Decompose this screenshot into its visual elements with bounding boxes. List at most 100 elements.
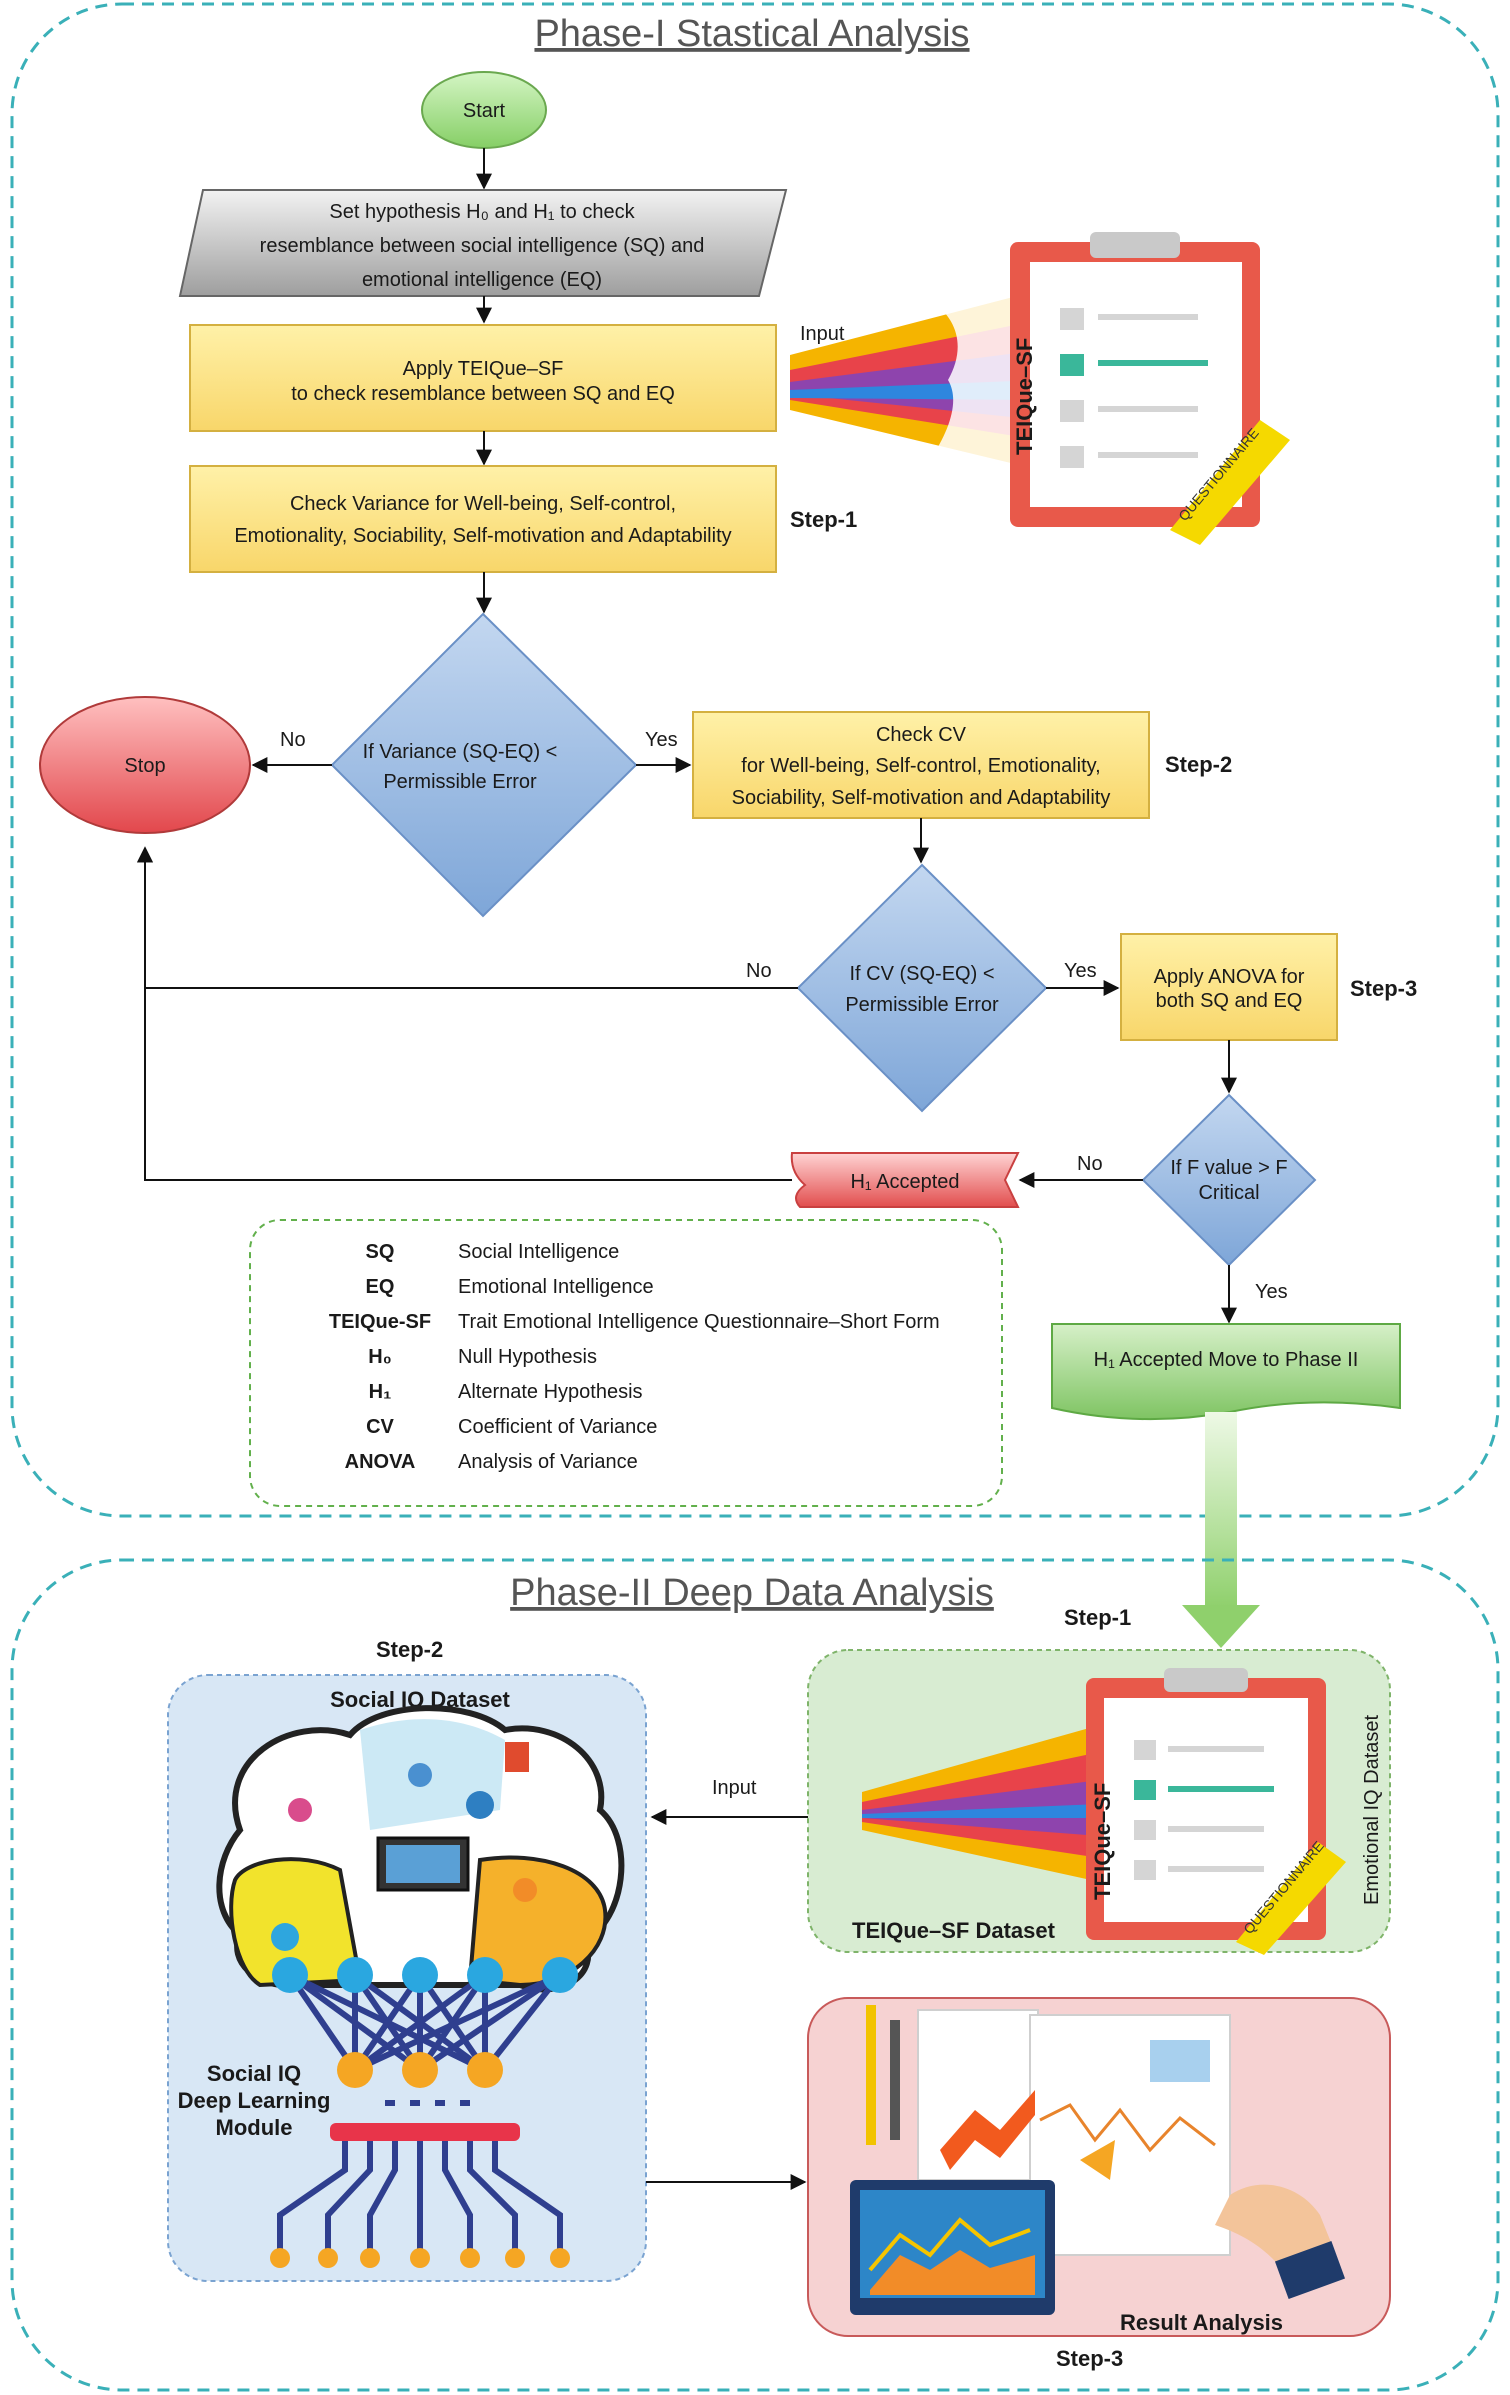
legend-description: Coefficient of Variance	[458, 1416, 657, 1438]
network-edge	[418, 1972, 562, 2073]
hypothesis-box: Set hypothesis H₀ and H₁ to check resemb…	[178, 189, 788, 297]
output-trace	[442, 2141, 473, 2250]
legend-abbr: SQ	[366, 1241, 395, 1263]
decision3-line-2: Critical	[1198, 1182, 1259, 1204]
decision1-no-label: No	[280, 729, 306, 751]
phase1-title: Phase-I Stastical Analysis	[534, 13, 969, 55]
input-label-phase2: Input	[712, 1777, 757, 1799]
h1-move-label: H₁ Accepted Move to Phase II	[1094, 1349, 1359, 1371]
ellipsis-dot	[385, 2100, 395, 2106]
decision3-line-1: If F value > F	[1170, 1157, 1287, 1179]
step1-label-phase2: Step-1	[1064, 1605, 1131, 1630]
decision3-no-label: No	[1077, 1153, 1103, 1175]
step2-label-phase2: Step-2	[376, 1637, 443, 1662]
decision-variance: If Variance (SQ-EQ) < Permissible Error	[330, 612, 638, 918]
teique-dataset-panel	[807, 1649, 1391, 1955]
output-node	[550, 2248, 570, 2268]
decision2-line-2: Permissible Error	[845, 994, 999, 1016]
network-edge	[353, 1972, 487, 2073]
output-trace	[277, 2141, 348, 2250]
result-analysis-panel	[807, 1997, 1391, 2337]
output-trace	[325, 2141, 373, 2250]
decision2-line-1: If CV (SQ-EQ) <	[849, 963, 994, 985]
output-node	[460, 2248, 480, 2268]
output-node	[318, 2248, 338, 2268]
decision3-yes-label: Yes	[1255, 1281, 1288, 1303]
apply-line-2: to check resemblance between SQ and EQ	[291, 383, 675, 405]
cv-line-1: Check CV	[876, 724, 967, 746]
phase2-title: Phase-II Deep Data Analysis	[510, 1572, 994, 1614]
network-edge	[287, 1973, 358, 2072]
output-trace	[492, 2141, 563, 2250]
legend-abbr: TEIQue-SF	[329, 1311, 431, 1333]
decision1-line-1: If Variance (SQ-EQ) <	[363, 741, 558, 763]
input-node	[467, 1957, 503, 1993]
legend-abbr: H₀	[368, 1346, 391, 1368]
cv-line-2: for Well-being, Self-control, Emotionali…	[741, 755, 1100, 777]
legend-abbr: CV	[366, 1416, 394, 1438]
variance-line-2: Emotionality, Sociability, Self-motivati…	[234, 525, 731, 547]
decision1-yes-label: Yes	[645, 729, 678, 751]
legend-description: Analysis of Variance	[458, 1451, 638, 1473]
ellipsis-dot	[435, 2100, 445, 2106]
legend-description: Trait Emotional Intelligence Questionnai…	[458, 1311, 940, 1333]
step3-label-phase1: Step-3	[1350, 976, 1417, 1001]
legend-description: Alternate Hypothesis	[458, 1381, 643, 1403]
cv-line-3: Sociability, Self-motivation and Adaptab…	[732, 787, 1111, 809]
apply-teique-box: Apply TEIQue–SF to check resemblance bet…	[189, 324, 777, 432]
hypothesis-line-3: emotional intelligence (EQ)	[362, 269, 602, 291]
input-node	[402, 1957, 438, 1993]
questionnaire-clipboard-icon	[1010, 232, 1290, 545]
questionnaire-title-phase1: TEIQue–SF	[1012, 338, 1037, 455]
module-line-1: Social IQ	[207, 2061, 301, 2086]
input-node	[337, 1957, 373, 1993]
h1-accepted-label: H₁ Accepted	[850, 1171, 959, 1193]
output-trace	[467, 2141, 518, 2250]
hidden-node	[402, 2052, 438, 2088]
check-variance-box: Check Variance for Well-being, Self-cont…	[189, 465, 777, 573]
input-node	[272, 1957, 308, 1993]
apply-line-1: Apply TEIQue–SF	[403, 358, 564, 380]
neural-network	[270, 1957, 578, 2268]
ellipsis-dot	[410, 2100, 420, 2106]
hypothesis-line-1: Set hypothesis H₀ and H₁ to check	[329, 201, 635, 223]
questionnaire-title-phase2: TEIQue–SF	[1090, 1783, 1115, 1900]
brain-network-illustration	[216, 1705, 625, 1993]
legend-abbr: EQ	[366, 1276, 395, 1298]
output-node	[360, 2248, 380, 2268]
legend-box	[249, 1219, 1003, 1507]
decision-cv: If CV (SQ-EQ) < Permissible Error	[796, 863, 1048, 1113]
decision-f-value: If F value > F Critical	[1141, 1093, 1317, 1267]
decision2-no-label: No	[746, 960, 772, 982]
h1-move-phase2-box: H₁ Accepted Move to Phase II	[1051, 1323, 1401, 1421]
stop-label: Stop	[124, 755, 165, 777]
phase2-container	[10, 1558, 1500, 2392]
input-node	[542, 1957, 578, 1993]
anova-line-1: Apply ANOVA for	[1154, 966, 1305, 988]
anova-line-2: both SQ and EQ	[1156, 990, 1303, 1012]
legend-abbr: ANOVA	[345, 1451, 416, 1473]
teique-dataset-label: TEIQue–SF Dataset	[852, 1918, 1056, 1943]
stop-node: Stop	[39, 696, 251, 834]
input-label-phase1: Input	[800, 323, 845, 345]
legend-description: Emotional Intelligence	[458, 1276, 654, 1298]
hidden-node	[337, 2052, 373, 2088]
step3-label-phase2: Step-3	[1056, 2346, 1123, 2371]
apply-anova-box: Apply ANOVA for both SQ and EQ	[1120, 933, 1338, 1041]
h1-accepted-banner: H₁ Accepted	[790, 1152, 1020, 1208]
step2-label-phase1: Step-2	[1165, 752, 1232, 777]
legend-description: Null Hypothesis	[458, 1346, 597, 1368]
check-cv-box: Check CV for Well-being, Self-control, E…	[692, 711, 1150, 819]
decision1-line-2: Permissible Error	[383, 771, 537, 793]
phase1-container	[10, 2, 1500, 1518]
start-label: Start	[463, 100, 506, 122]
start-node: Start	[421, 71, 547, 149]
emotional-dataset-label: Emotional IQ Dataset	[1361, 1714, 1383, 1905]
network-edge	[352, 1973, 423, 2072]
output-trace	[367, 2141, 398, 2250]
legend-description: Social Intelligence	[458, 1241, 619, 1263]
output-node	[270, 2248, 290, 2268]
network-edge	[353, 1972, 562, 2073]
head-profile-illustration	[790, 290, 1040, 470]
legend-abbr: H₁	[369, 1381, 392, 1403]
